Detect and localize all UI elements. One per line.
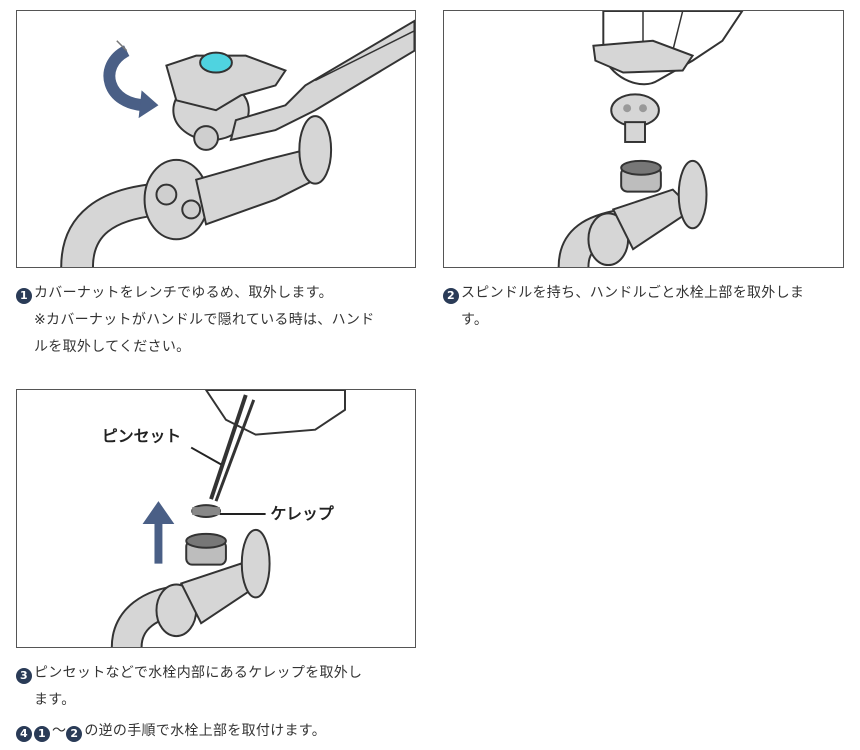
step-4-text: の逆の手順で水栓上部を取付けます。	[84, 723, 327, 739]
step-1-text: カバーナットをレンチでゆるめ、取外します。	[34, 285, 333, 301]
step-3-text-cont: ます。	[34, 692, 76, 708]
illustration-step-1	[16, 10, 416, 268]
ref-step-badge: 2	[66, 726, 83, 742]
faucet-wrench-drawing	[60, 19, 415, 267]
ref-step-badge: 1	[34, 726, 50, 742]
illustration-step-3: ピンセット ケレップ	[16, 389, 416, 648]
step-number-badge: 4	[16, 726, 32, 742]
step-2-text: スピンドルを持ち、ハンドルごと水栓上部を取外しま	[461, 285, 805, 301]
step-3-text: ピンセットなどで水栓内部にあるケレップを取外し	[34, 665, 363, 681]
tweezers-label: ピンセット	[102, 427, 181, 446]
step-number-badge: 1	[16, 288, 32, 304]
packing-label: ケレップ	[271, 504, 334, 523]
ref-separator: 〜	[52, 723, 67, 739]
illustration-step-2	[443, 10, 844, 268]
step-1-note-cont: ルを取外してください。	[34, 339, 191, 355]
spindle-removal-drawing	[557, 11, 744, 267]
step-number-badge: 3	[16, 668, 32, 684]
packing-removal-drawing: ピンセット ケレップ	[102, 390, 346, 647]
step-number-badge: 2	[443, 288, 459, 304]
step-1-note: ※カバーナットがハンドルで隠れている時は、ハンド	[34, 312, 375, 328]
step-2-text-cont: す。	[461, 312, 489, 328]
